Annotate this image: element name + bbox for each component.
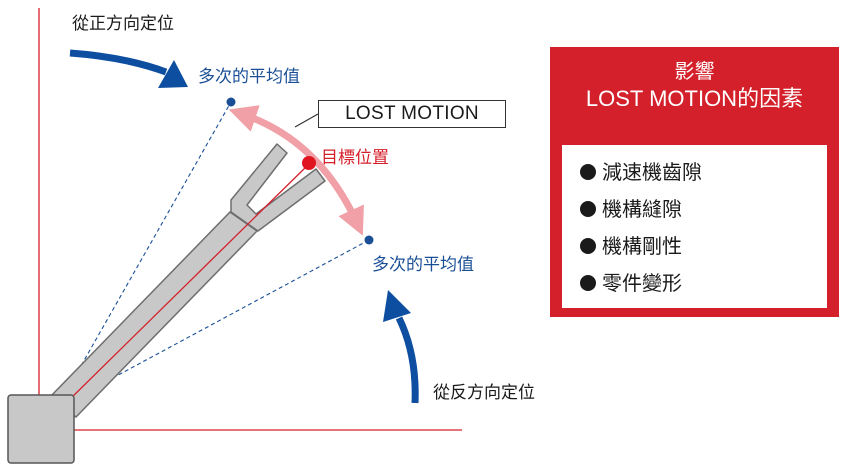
factors-title-line1: 影響 [674, 59, 715, 83]
lost-motion-arc [228, 105, 364, 236]
arm-centerline [65, 163, 310, 404]
average-value-top-label: 多次的平均值 [198, 67, 300, 87]
average-value-bottom-label: 多次的平均值 [372, 255, 474, 275]
factors-list: 減速機齒隙 機構縫隙 機構剛性 零件變形 [562, 145, 827, 308]
average-point-top [226, 97, 236, 107]
forward-arrow-head [158, 60, 188, 88]
target-position-label: 目標位置 [321, 148, 389, 168]
bullet-icon [580, 238, 596, 254]
lost-motion-leader [294, 113, 319, 128]
bullet-icon [580, 275, 596, 291]
factors-panel: 影響 LOST MOTION的因素 減速機齒隙 機構縫隙 機構剛性 零件變形 [550, 47, 839, 317]
factor-item: 機構縫隙 [580, 191, 827, 228]
factor-item: 機構剛性 [580, 228, 827, 265]
average-point-bottom [364, 235, 374, 245]
factor-label: 零件變形 [602, 271, 682, 295]
factor-label: 機構縫隙 [602, 197, 682, 221]
factor-item: 減速機齒隙 [580, 154, 827, 191]
factor-label: 減速機齒隙 [602, 160, 702, 184]
bullet-icon [580, 201, 596, 217]
reverse-positioning-label: 從反方向定位 [433, 383, 535, 403]
robot-base [7, 394, 75, 464]
factor-item: 零件變形 [580, 265, 827, 302]
factor-label: 機構剛性 [602, 234, 682, 258]
lost-motion-label: LOST MOTION [318, 100, 506, 128]
factors-title: 影響 LOST MOTION的因素 [550, 59, 839, 113]
reverse-arrow-shaft [395, 316, 419, 404]
forward-arrow-shaft [69, 49, 168, 76]
bullet-icon [580, 164, 596, 180]
robot-arm [47, 143, 326, 418]
target-point [302, 156, 316, 170]
reverse-arrow-head [383, 290, 411, 322]
forward-positioning-label: 從正方向定位 [72, 14, 174, 34]
factors-title-line2: LOST MOTION的因素 [585, 85, 804, 111]
arm-shaft [47, 211, 259, 418]
dashed-line-top [56, 101, 232, 409]
